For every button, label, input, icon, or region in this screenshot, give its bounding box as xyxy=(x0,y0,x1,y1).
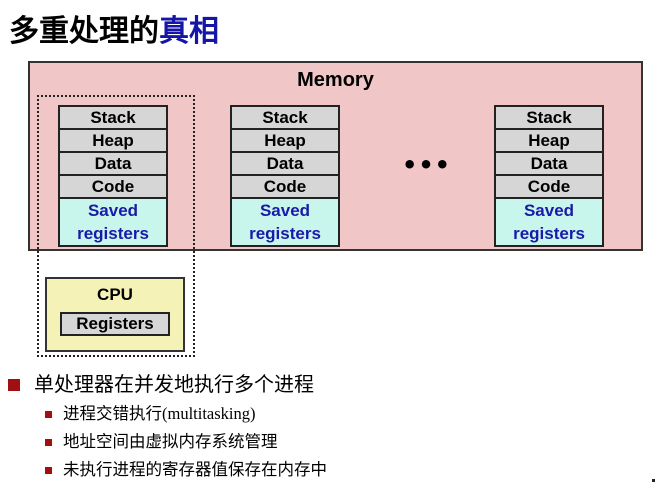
current-process-outline xyxy=(37,95,195,357)
title-main: 多重处理的 xyxy=(9,14,159,49)
segment-data: Data xyxy=(232,153,338,174)
cpu-registers: Registers xyxy=(60,312,170,336)
bullet-list: 单处理器在并发地执行多个进程 进程交错执行(multitasking) 地址空间… xyxy=(8,368,327,484)
saved-registers: Saved registers xyxy=(496,199,602,245)
segment-heap: Heap xyxy=(496,130,602,151)
saved-label-line2: registers xyxy=(77,224,149,243)
page-marker xyxy=(652,479,655,482)
bullet-sub-text: 未执行进程的寄存器值保存在内存中 xyxy=(63,460,327,479)
bullet-sub-2: 地址空间由虚拟内存系统管理 xyxy=(8,428,327,456)
segment-code: Code xyxy=(232,176,338,197)
memory-box: Memory Stack Heap Data Code Saved regist… xyxy=(28,61,643,251)
saved-label-line1: Saved xyxy=(87,201,139,220)
memory-label: Memory xyxy=(297,69,374,91)
bullet-square-icon xyxy=(45,467,52,474)
cpu-box: CPU Registers xyxy=(45,277,185,352)
saved-label-line2: registers xyxy=(249,224,321,243)
segment-stack: Stack xyxy=(232,107,338,128)
bullet-sub-text: 地址空间由虚拟内存系统管理 xyxy=(63,432,278,451)
bullet-sub-1: 进程交错执行(multitasking) xyxy=(8,400,327,428)
segment-data: Data xyxy=(60,153,166,174)
process-block-n: Stack Heap Data Code Saved registers xyxy=(494,105,604,247)
saved-label-line1: Saved xyxy=(259,201,311,220)
page-title: 多重处理的真相 xyxy=(9,6,219,50)
segment-heap: Heap xyxy=(60,130,166,151)
cpu-label: CPU xyxy=(97,285,133,304)
process-block-2: Stack Heap Data Code Saved registers xyxy=(230,105,340,247)
bullet-sub-text: 进程交错执行 xyxy=(63,404,162,423)
saved-registers: Saved registers xyxy=(60,199,166,245)
bullet-main: 单处理器在并发地执行多个进程 xyxy=(8,368,327,400)
bullet-square-icon xyxy=(8,379,20,391)
saved-registers: Saved registers xyxy=(232,199,338,245)
bullet-square-icon xyxy=(45,439,52,446)
bullet-sub-latin: (multitasking) xyxy=(162,404,256,423)
bullet-sub-3: 未执行进程的寄存器值保存在内存中 xyxy=(8,456,327,484)
segment-code: Code xyxy=(60,176,166,197)
saved-label-line2: registers xyxy=(513,224,585,243)
process-block-1: Stack Heap Data Code Saved registers xyxy=(58,105,168,247)
saved-label-line1: Saved xyxy=(523,201,575,220)
segment-stack: Stack xyxy=(496,107,602,128)
bullet-square-icon xyxy=(45,411,52,418)
bullet-main-text: 单处理器在并发地执行多个进程 xyxy=(34,372,314,396)
segment-heap: Heap xyxy=(232,130,338,151)
segment-data: Data xyxy=(496,153,602,174)
ellipsis: ••• xyxy=(402,151,452,179)
title-highlight: 真相 xyxy=(159,14,219,49)
segment-code: Code xyxy=(496,176,602,197)
segment-stack: Stack xyxy=(60,107,166,128)
